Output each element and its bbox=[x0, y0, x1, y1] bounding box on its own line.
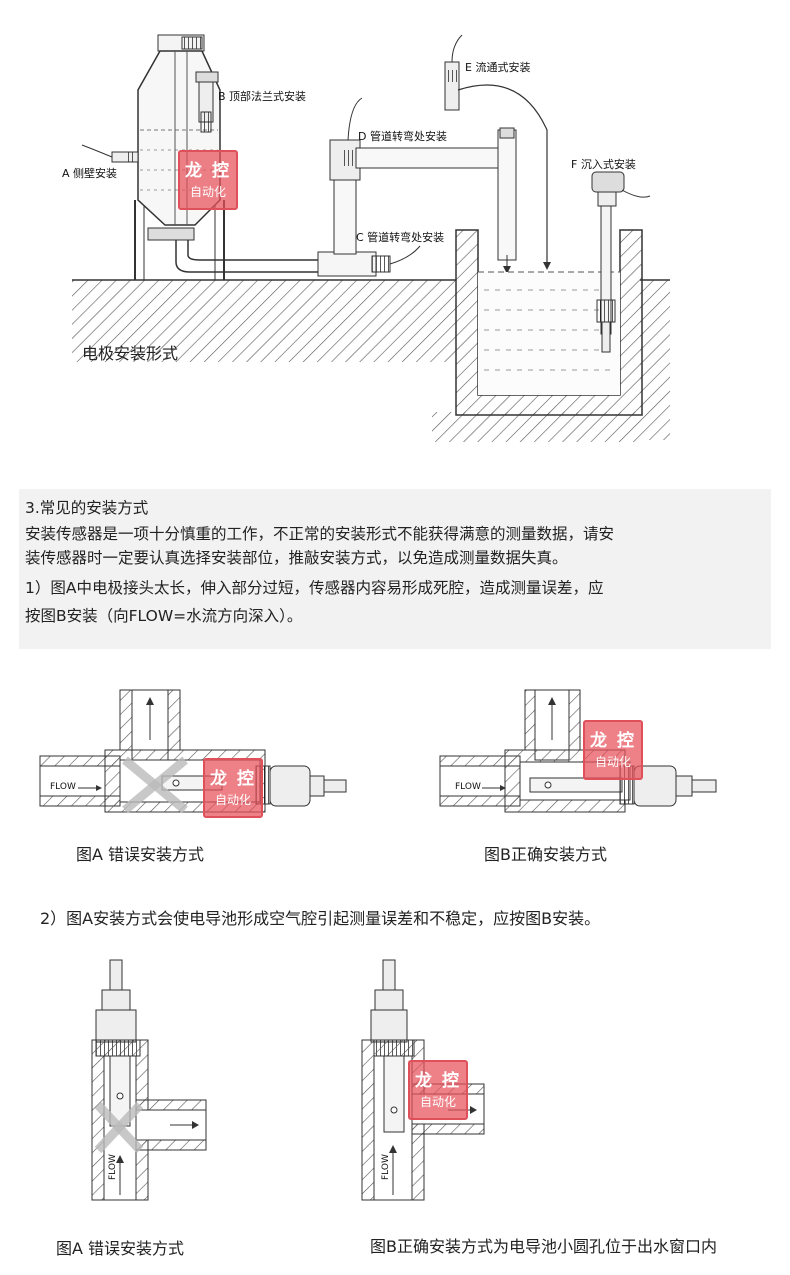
flow-label: FLOW bbox=[455, 782, 481, 792]
submersion-sensor bbox=[591, 171, 651, 353]
label-c-pipe-bend: C 管道转弯处安装 bbox=[356, 231, 445, 244]
basin bbox=[455, 229, 643, 416]
watermark-stamp: 龙 控 自动化 bbox=[583, 720, 643, 780]
flow-label: FLOW bbox=[50, 782, 76, 792]
figure-a-caption-2: 图A 错误安装方式 bbox=[56, 1239, 185, 1258]
ground-hatch-left bbox=[72, 280, 456, 362]
stamp-line2: 自动化 bbox=[419, 1095, 456, 1109]
label-f-submersion: F 沉入式安装 bbox=[571, 158, 636, 171]
row1-figure-a bbox=[39, 689, 347, 814]
paragraph-2-line-2: 按图B安装（向FLOW=水流方向深入）。 bbox=[25, 607, 303, 625]
row2-figure-a bbox=[91, 959, 207, 1201]
paragraph-1-line-2: 装传感器时一定要认真选择安装部位，推敲安装方式，以免造成测量数据失真。 bbox=[25, 549, 568, 567]
paragraph-2-line-1: 1）图A中电极接头太长，伸入部分过短，传感器内容易形成死腔，造成测量误差，应 bbox=[25, 579, 604, 597]
section-text-box: 3.常见的安装方式 安装传感器是一项十分慎重的工作，不正常的安装形式不能获得满意… bbox=[19, 489, 771, 649]
pipe-run bbox=[317, 97, 517, 277]
flow-through-sensor bbox=[444, 34, 551, 270]
label-b-top-flange: B 顶部法兰式安装 bbox=[218, 90, 307, 103]
paragraph-1-line-1: 安装传感器是一项十分慎重的工作，不正常的安装形式不能获得满意的测量数据，请安 bbox=[25, 525, 615, 543]
ground-hatch-right bbox=[640, 280, 670, 440]
vessel bbox=[81, 34, 330, 280]
stamp-line2: 自动化 bbox=[594, 755, 631, 769]
label-e-flow-through: E 流通式安装 bbox=[465, 61, 531, 74]
note-2: 2）图A安装方式会使电导池形成空气腔引起测量误差和不稳定，应按图B安装。 bbox=[40, 909, 601, 928]
stamp-line2: 自动化 bbox=[214, 793, 251, 807]
stamp-line1: 龙 控 bbox=[415, 1071, 461, 1091]
row2-figure-b bbox=[361, 959, 485, 1201]
flow-label-vertical: FLOW bbox=[381, 1154, 391, 1180]
figure-a-caption: 图A 错误安装方式 bbox=[76, 845, 205, 864]
top-installation-diagram bbox=[72, 34, 670, 442]
watermark-stamp: 龙 控 自动化 bbox=[178, 150, 238, 210]
label-a-side-wall: A 侧壁安装 bbox=[62, 167, 118, 180]
stamp-line2: 自动化 bbox=[189, 185, 226, 199]
top-diagram-caption: 电极安装形式 bbox=[82, 344, 179, 363]
stamp-line1: 龙 控 bbox=[210, 769, 256, 789]
row1-figure-b bbox=[439, 689, 717, 813]
label-d-pipe-bend: D 管道转弯处安装 bbox=[358, 130, 447, 143]
figure-b-caption-2: 图B正确安装方式为电导池小圆孔位于出水窗口内 bbox=[370, 1237, 717, 1256]
watermark-stamp: 龙 控 自动化 bbox=[203, 758, 263, 818]
ground-hatch-bottom bbox=[432, 412, 640, 442]
section-heading: 3.常见的安装方式 bbox=[25, 499, 149, 517]
figure-b-caption: 图B正确安装方式 bbox=[484, 845, 607, 864]
stamp-line1: 龙 控 bbox=[590, 731, 636, 751]
flow-label-vertical: FLOW bbox=[108, 1154, 118, 1180]
stamp-line1: 龙 控 bbox=[185, 161, 231, 181]
watermark-stamp: 龙 控 自动化 bbox=[408, 1060, 468, 1120]
